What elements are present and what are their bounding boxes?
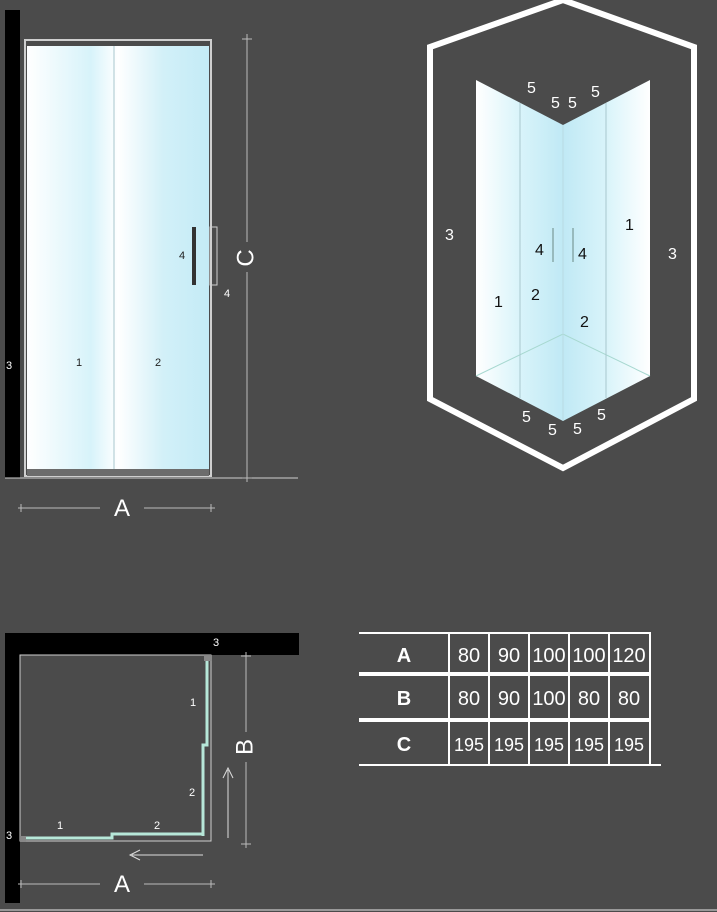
bottom-profile (27, 469, 209, 476)
dim-c-label-bg (236, 242, 258, 272)
table-cell-a-3: 100 (532, 645, 565, 667)
plan-label-1-bottom: 1 (57, 820, 63, 832)
table-cell-c-2: 195 (494, 735, 524, 755)
plan-label-1-right: 1 (190, 697, 196, 709)
plan-profile-bottom-left (20, 836, 26, 842)
iso-label-5-top-3: 5 (568, 95, 577, 112)
table-cell-b-3: 100 (532, 688, 565, 710)
handle-profile (209, 226, 218, 286)
iso-panel-label-2-left: 2 (531, 287, 540, 304)
iso-hexagon-outline (427, 0, 697, 472)
iso-panel-label-2-right: 2 (580, 314, 589, 331)
table-cell-a-5: 120 (612, 645, 645, 667)
iso-label-5-bottom-2: 5 (548, 422, 557, 439)
iso-label-5-bottom-4: 5 (597, 407, 606, 424)
iso-wall-label-left: 3 (445, 227, 454, 244)
plan-dim-a-label: A (114, 871, 130, 898)
plan-view: 3 3 1 2 1 2 B A (5, 633, 299, 903)
handle[interactable] (192, 227, 196, 285)
front-glass (27, 46, 209, 470)
size-table: A 80 90 100 100 120 B 80 90 100 80 80 C … (359, 632, 661, 766)
table-cell-c-4: 195 (574, 735, 604, 755)
plan-wall-top (5, 633, 299, 655)
plan-wall-label-top: 3 (213, 637, 219, 649)
door-label-1: 1 (76, 357, 82, 369)
iso-label-5-bottom-1: 5 (522, 409, 531, 426)
dim-c-label: C (232, 249, 259, 266)
dim-b-label: B (231, 739, 258, 755)
iso-panel-label-1-left: 1 (494, 294, 503, 311)
plan-label-2-right: 2 (189, 787, 195, 799)
table-cell-a-2: 90 (498, 645, 520, 667)
plan-glass-right (201, 657, 209, 836)
table-cell-b-1: 80 (458, 688, 480, 710)
dim-a-label: A (114, 495, 130, 522)
table-row-label-b: B (397, 688, 411, 710)
table-cell-c-1: 195 (454, 735, 484, 755)
plan-profile-top-right (204, 655, 212, 661)
table-cell-b-4: 80 (578, 688, 600, 710)
table-cell-b-2: 90 (498, 688, 520, 710)
iso-label-5-bottom-3: 5 (573, 421, 582, 438)
dim-a-label-bg (100, 494, 144, 522)
plan-wall-left (5, 633, 20, 903)
plan-floor (19, 654, 212, 842)
iso-label-5-top-4: 5 (591, 84, 600, 101)
iso-label-5-top-1: 5 (527, 80, 536, 97)
plan-glass-bottom (24, 832, 203, 840)
table-row-label-a: A (397, 645, 411, 667)
plan-label-2-bottom: 2 (154, 820, 160, 832)
dim-b-label-bg (235, 732, 257, 762)
slide-arrow-up (222, 766, 234, 838)
door-label-2: 2 (155, 357, 161, 369)
wall-left (5, 10, 20, 478)
plan-wall-label-left: 3 (6, 830, 12, 842)
table-cell-b-5: 80 (618, 688, 640, 710)
iso-handle-label-left: 4 (535, 242, 544, 259)
table-cell-a-4: 100 (572, 645, 605, 667)
iso-wall-label-right: 3 (668, 246, 677, 263)
front-view: 1 2 4 4 3 C A (5, 10, 298, 522)
table-cell-a-1: 80 (458, 645, 480, 667)
iso-handle-label-right: 4 (578, 246, 587, 263)
table-cell-c-5: 195 (614, 735, 644, 755)
iso-panel-label-1-right: 1 (625, 217, 634, 234)
slide-arrow-left (128, 849, 203, 861)
wall-label-3: 3 (6, 360, 12, 372)
iso-view: 5 5 5 5 5 5 5 5 3 3 1 2 1 2 4 4 (427, 0, 697, 472)
iso-label-5-top-2: 5 (551, 95, 560, 112)
profile-label-4: 4 (224, 288, 230, 300)
table-row-label-c: C (397, 734, 411, 756)
table-cell-c-3: 195 (534, 735, 564, 755)
handle-label-4: 4 (179, 250, 185, 262)
plan-dim-a-label-bg (100, 870, 144, 898)
